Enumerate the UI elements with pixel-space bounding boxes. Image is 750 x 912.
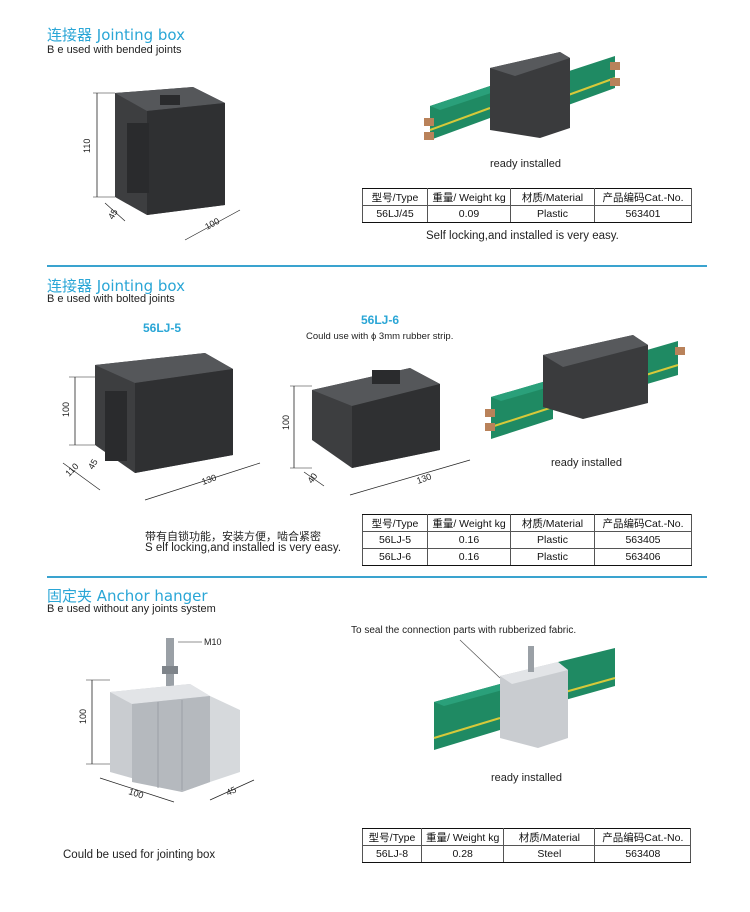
table-header-type: 型号/Type — [362, 188, 428, 206]
table-row: 56LJ-8 0.28 Steel 563408 — [362, 845, 692, 863]
table-header-catno: 产品编码Cat.-No. — [594, 828, 692, 846]
model-56lj-5-label: 56LJ-5 — [143, 321, 182, 335]
dim-depth: 45 — [106, 207, 120, 221]
section1-title: 连接器 Jointing box — [47, 26, 186, 44]
table-cell: Plastic — [510, 548, 595, 566]
installed-rail-1-drawing — [424, 52, 620, 140]
table-header-type: 型号/Type — [362, 828, 422, 846]
table-header-weight: 重量/ Weight kg — [427, 514, 511, 532]
section3-subtitle: B e used without any joints system — [47, 603, 216, 615]
section2-title: 连接器 Jointing box — [47, 277, 186, 295]
installed-caption-1: ready installed — [490, 158, 561, 170]
section3-title: 固定夹 Anchor hanger — [47, 587, 208, 605]
bolt-label: M10 — [204, 637, 222, 647]
table-cell: 0.28 — [420, 845, 505, 863]
jointing-box-56lj-6-drawing: 100 40 130 — [281, 368, 471, 496]
dim-length: 130 — [415, 471, 433, 486]
table-header-material: 材质/Material — [510, 188, 595, 206]
table-header-weight: 重量/ Weight kg — [427, 188, 511, 206]
dim-height: 100 — [78, 709, 88, 724]
table-cell: Steel — [503, 845, 596, 863]
dim-length: 130 — [200, 472, 218, 487]
jointing-box-45-drawing: 110 45 100 — [82, 87, 241, 241]
table-cell: 563405 — [594, 531, 692, 549]
anchor-hanger-drawing: M10 100 100 45 — [78, 637, 255, 803]
section-divider-2 — [47, 576, 707, 578]
self-locking-note-cn: 带有自锁功能，安装方便，啮合紧密 — [145, 530, 321, 543]
dim-height: 100 — [61, 402, 71, 417]
installed-rail-2-drawing — [485, 335, 685, 439]
dim-height: 100 — [281, 415, 291, 430]
dim-depth: 40 — [305, 471, 319, 485]
section1-subtitle: B e used with bended joints — [47, 44, 182, 56]
table-cell: 0.09 — [427, 205, 511, 223]
table-cell: Plastic — [510, 531, 595, 549]
model-56lj-6-label: 56LJ-6 — [361, 313, 400, 327]
dim-length: 100 — [127, 786, 144, 800]
dim-length: 100 — [203, 216, 221, 232]
table-cell: 0.16 — [427, 548, 511, 566]
dim-height: 110 — [82, 139, 92, 153]
table-cell: 563401 — [594, 205, 692, 223]
spec-table-3: 型号/Type 重量/ Weight kg 材质/Material 产品编码Ca… — [362, 828, 692, 863]
table-cell: Plastic — [510, 205, 595, 223]
dim-depth: 45 — [86, 457, 100, 471]
dim-depth: 45 — [225, 785, 238, 798]
table-row: 56LJ-6 0.16 Plastic 563406 — [362, 548, 692, 566]
table-cell: 56LJ-6 — [362, 548, 428, 566]
dim-width: 110 — [63, 461, 80, 478]
table-cell: 563408 — [594, 845, 692, 863]
spec-table-1: 型号/Type 重量/ Weight kg 材质/Material 产品编码Ca… — [362, 188, 692, 223]
table-cell: 0.16 — [427, 531, 511, 549]
table-header-material: 材质/Material — [503, 828, 596, 846]
jointing-box-56lj-5-drawing: 100 110 45 130 — [61, 353, 261, 501]
spec-table-2: 型号/Type 重量/ Weight kg 材质/Material 产品编码Ca… — [362, 514, 692, 566]
table-header-type: 型号/Type — [362, 514, 428, 532]
table-header-weight: 重量/ Weight kg — [420, 828, 505, 846]
section2-subtitle: B e used with bolted joints — [47, 293, 175, 305]
installed-caption-2: ready installed — [551, 457, 622, 469]
table-header-material: 材质/Material — [510, 514, 595, 532]
jointing-box-note: Could be used for jointing box — [63, 849, 216, 861]
table-cell: 56LJ/45 — [362, 205, 428, 223]
table-cell: 56LJ-5 — [362, 531, 428, 549]
installed-rail-3-drawing — [433, 639, 616, 750]
rubber-strip-note: Could use with ϕ 3mm rubber strip. — [306, 331, 454, 342]
table-row: 56LJ/45 0.09 Plastic 563401 — [362, 205, 692, 223]
installed-caption-3: ready installed — [491, 772, 562, 784]
self-locking-note-2: S elf locking,and installed is very easy… — [145, 542, 342, 554]
table-row: 56LJ-5 0.16 Plastic 563405 — [362, 531, 692, 549]
table-cell: 563406 — [594, 548, 692, 566]
table-cell: 56LJ-8 — [362, 845, 422, 863]
table-header-catno: 产品编码Cat.-No. — [594, 188, 692, 206]
seal-note: To seal the connection parts with rubber… — [351, 625, 577, 636]
section-divider-1 — [47, 265, 707, 267]
self-locking-note-1: Self locking,and installed is very easy. — [426, 230, 619, 242]
table-header-catno: 产品编码Cat.-No. — [594, 514, 692, 532]
